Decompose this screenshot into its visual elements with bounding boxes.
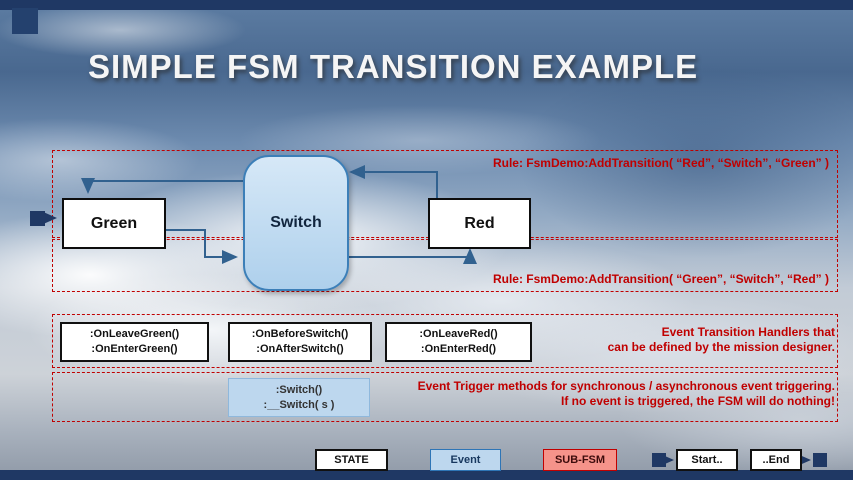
slide-title: SIMPLE FSM TRANSITION EXAMPLE: [88, 48, 699, 85]
legend-start-square: [652, 453, 666, 467]
handler-switch-line2: :OnAfterSwitch(): [256, 343, 344, 355]
state-green: Green: [62, 198, 166, 249]
legend-event-label: Event: [450, 454, 481, 466]
handler-red-line2: :OnEnterRed(): [420, 343, 497, 355]
legend-start: Start..: [676, 449, 738, 471]
legend-subfsm-label: SUB-FSM: [554, 454, 606, 466]
rule-red-to-green-text: Rule: FsmDemo:AddTransition( “Red”, “Swi…: [492, 156, 829, 170]
state-red: Red: [428, 198, 531, 249]
handlers-note: Event Transition Handlers that can be de…: [608, 325, 835, 355]
start-marker-square: [30, 211, 45, 226]
legend-event: Event: [430, 449, 501, 471]
event-switch: Switch: [243, 155, 349, 291]
state-green-label: Green: [90, 214, 138, 232]
handlers-note-line2: can be defined by the mission designer.: [607, 340, 835, 354]
trigger-line1: :Switch(): [275, 383, 323, 396]
legend-start-label: Start..: [691, 454, 723, 466]
legend-end-square: [813, 453, 827, 467]
handler-green-line2: :OnEnterGreen(): [91, 343, 178, 355]
handler-green-line1: :OnLeaveGreen(): [89, 328, 180, 340]
bottom-accent-bar: [0, 470, 853, 480]
handler-box-green: :OnLeaveGreen() :OnEnterGreen(): [60, 322, 209, 362]
trigger-line2: :__Switch( s ): [263, 398, 335, 411]
rule-green-to-red-text: Rule: FsmDemo:AddTransition( “Green”, “S…: [492, 272, 829, 286]
handler-red-line1: :OnLeaveRed(): [419, 328, 498, 340]
legend-subfsm: SUB-FSM: [543, 449, 617, 471]
trigger-methods-box: :Switch() :__Switch( s ): [228, 378, 370, 417]
event-switch-label: Switch: [270, 214, 322, 231]
handler-box-switch: :OnBeforeSwitch() :OnAfterSwitch(): [228, 322, 372, 362]
trigger-note-line2: If no event is triggered, the FSM will d…: [561, 394, 835, 408]
legend-state: STATE: [315, 449, 388, 471]
trigger-note-line1: Event Trigger methods for synchronous / …: [417, 379, 835, 393]
handlers-note-line1: Event Transition Handlers that: [661, 325, 835, 339]
handler-switch-line1: :OnBeforeSwitch(): [251, 328, 349, 340]
state-red-label: Red: [464, 214, 495, 232]
trigger-frame: [52, 372, 838, 422]
legend-end-label: ..End: [762, 454, 790, 466]
handler-box-red: :OnLeaveRed() :OnEnterRed(): [385, 322, 532, 362]
trigger-note: Event Trigger methods for synchronous / …: [418, 379, 835, 409]
handlers-frame: [52, 314, 838, 368]
legend-end: ..End: [750, 449, 802, 471]
top-left-accent-square: [12, 8, 38, 34]
legend-state-label: STATE: [334, 454, 369, 466]
top-accent-bar: [0, 0, 853, 10]
